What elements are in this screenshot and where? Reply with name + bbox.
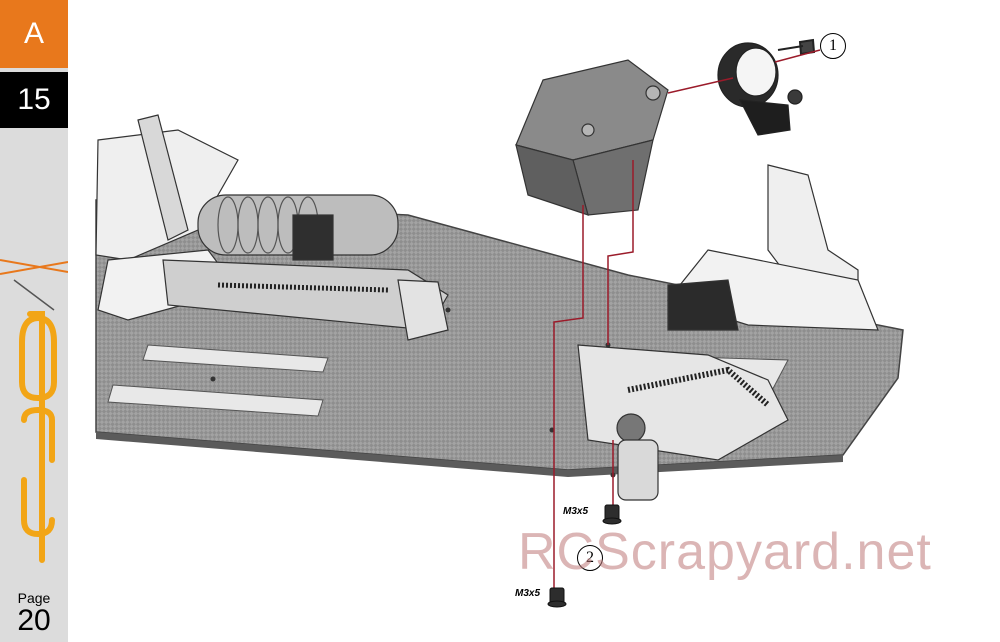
- callout-2: 2: [577, 545, 603, 571]
- watermark: RCScrapyard.net: [518, 523, 932, 581]
- assembly-diagram: [95, 38, 904, 608]
- screw-label: M3x5: [515, 588, 541, 599]
- section-letter: A: [23, 17, 44, 50]
- callout-1: 1: [820, 33, 846, 59]
- servo-saver: [717, 42, 803, 136]
- leader-lines: [553, 49, 821, 590]
- screw-label: M3x5: [563, 506, 589, 517]
- section-tab: A: [0, 0, 68, 68]
- sidebar: A 15 Page 20: [0, 0, 68, 642]
- serpent-s-logo-icon: [0, 259, 68, 563]
- page-label: Page: [17, 590, 51, 606]
- step-tab: 15: [0, 72, 68, 128]
- front-suspension-assembly: [577, 164, 879, 501]
- rear-suspension-assembly: [95, 114, 449, 341]
- servo: [515, 59, 669, 216]
- step-number: 15: [17, 83, 51, 116]
- page-number: 20: [17, 604, 51, 637]
- m3x5-screw: [547, 504, 622, 608]
- screw-1: [777, 38, 816, 56]
